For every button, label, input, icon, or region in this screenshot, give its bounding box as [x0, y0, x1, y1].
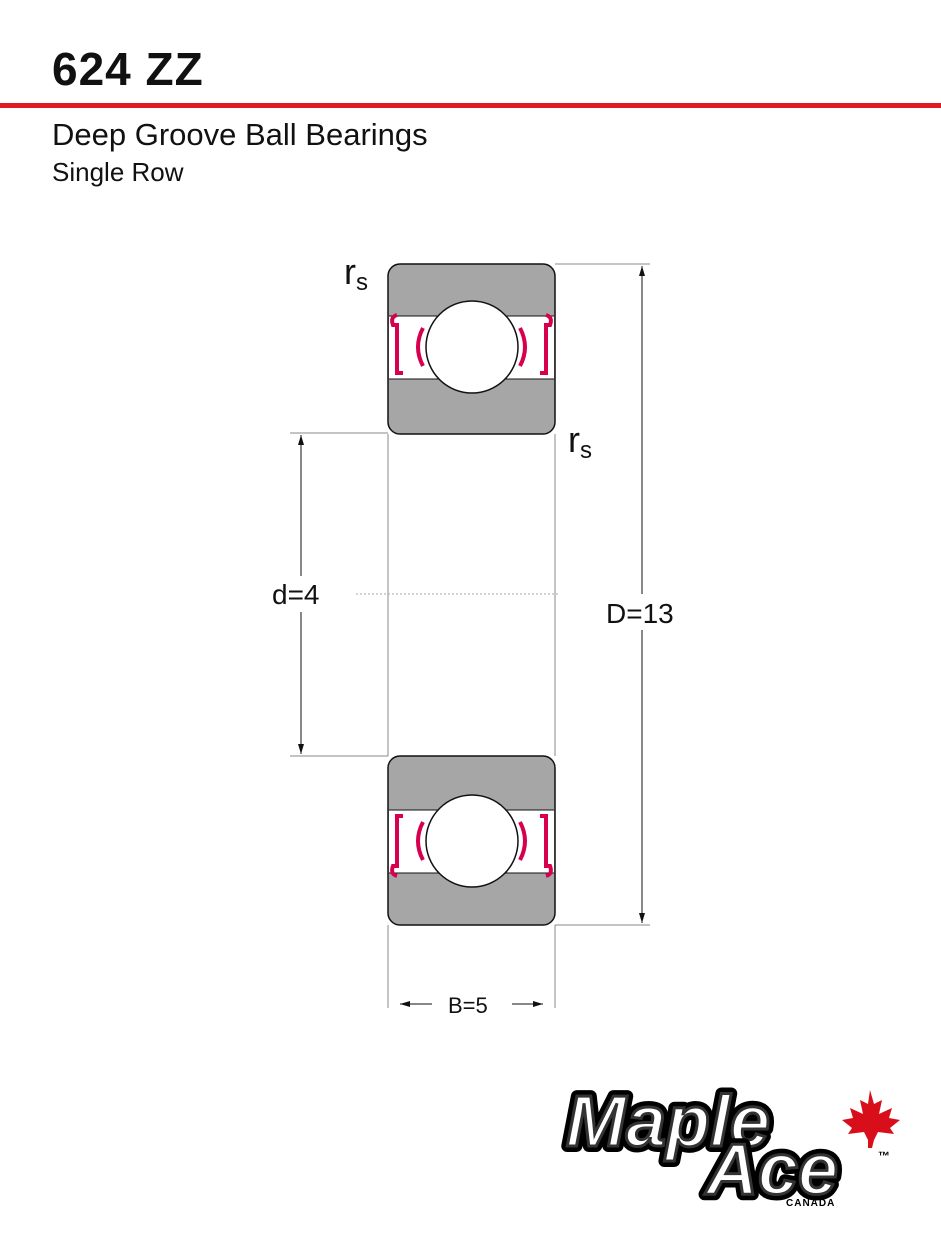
svg-text:™: ™ — [878, 1149, 890, 1163]
shield-right-top — [540, 313, 553, 375]
outer-diameter-label: D=13 — [606, 598, 674, 629]
shield-right-bottom — [540, 814, 553, 878]
bearing-section-top — [387, 263, 556, 435]
width-label: B=5 — [448, 993, 488, 1018]
radius-label-bottom: rs — [568, 419, 592, 464]
bearing-section-bottom — [387, 755, 556, 926]
svg-text:Maple: Maple — [566, 1082, 770, 1162]
ball-top — [425, 300, 519, 394]
extension-lines — [290, 263, 650, 1008]
title-divider — [0, 103, 941, 108]
shield-left-bottom — [390, 814, 403, 878]
bore-diameter-label: d=4 — [272, 579, 320, 610]
svg-text:Ace: Ace — [704, 1130, 838, 1210]
product-subcategory: Single Row — [52, 157, 184, 187]
radius-label-top: rs — [344, 251, 368, 296]
shield-left-top — [390, 313, 403, 375]
svg-text:Maple: Maple — [566, 1082, 770, 1162]
product-category: Deep Groove Ball Bearings — [52, 117, 428, 152]
maple-ace-logo: Maple Maple Ace Ace CANADA ™ — [560, 1082, 900, 1212]
maple-leaf-icon — [842, 1090, 900, 1148]
page-title: 624 ZZ — [52, 43, 204, 95]
svg-text:Ace: Ace — [704, 1130, 838, 1210]
svg-text:CANADA: CANADA — [786, 1198, 835, 1209]
ball-bottom — [425, 794, 519, 888]
